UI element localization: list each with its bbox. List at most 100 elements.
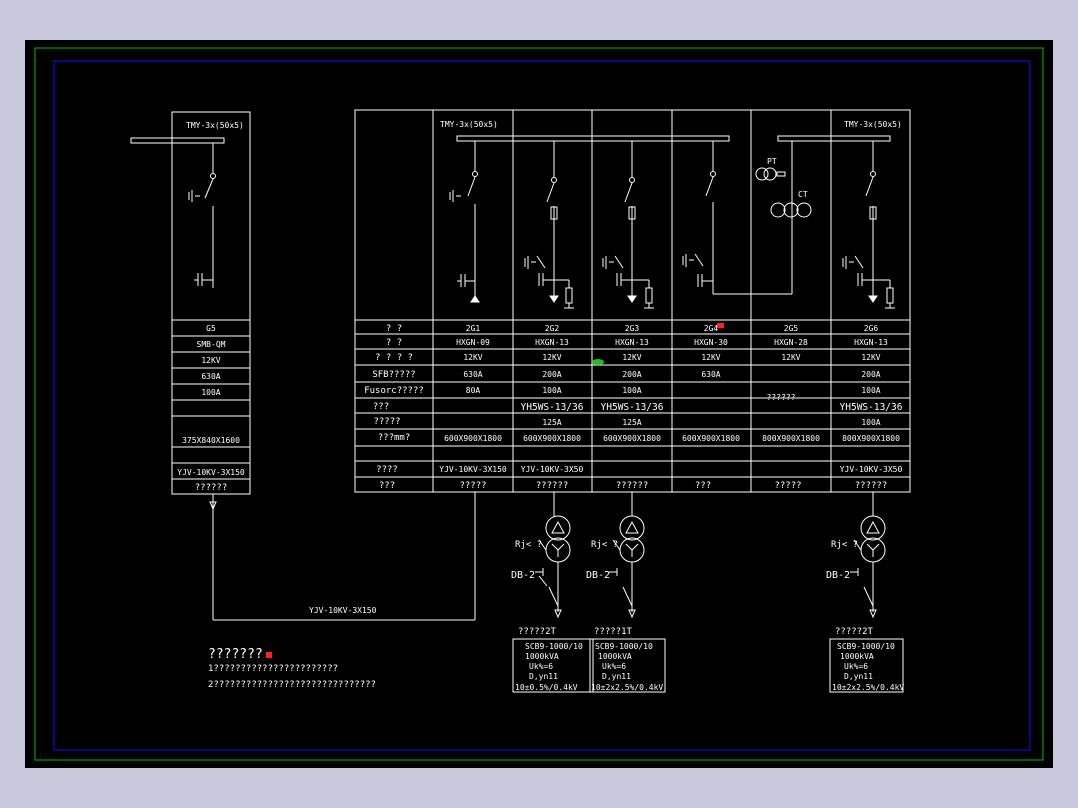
transformer-spec: 1000kVA: [840, 652, 874, 661]
row-header: SFB?????: [372, 370, 415, 380]
rj-label: Rj< ?: [591, 540, 618, 550]
cell-2G4: HXGN-30: [694, 338, 728, 347]
cell-2G1: 2G1: [466, 324, 481, 333]
left-cell: G5: [206, 324, 216, 333]
cell-2G4: 2G4: [704, 324, 719, 333]
transformer-spec: 1000kVA: [598, 652, 632, 661]
transformer-name: ?????2T: [518, 627, 557, 637]
main-busbar-left: [456, 135, 730, 142]
inner-frame: [53, 60, 1031, 751]
ct-label: CT: [798, 190, 808, 199]
cell-2G3: ??????: [616, 481, 649, 491]
row-header: ? ?: [386, 338, 402, 348]
cell-2G3: 100A: [622, 386, 641, 395]
metering-2G5: [755, 167, 812, 218]
cell-2G3: 2G3: [625, 324, 640, 333]
pt-label: PT: [767, 157, 777, 166]
cell-2G5: ?????: [774, 481, 801, 491]
feeder-2G3: [602, 141, 654, 516]
row-header: ? ?: [386, 324, 402, 334]
cell-2G4: 630A: [701, 370, 720, 379]
transformer-spec: Uk%=6: [602, 662, 626, 671]
cell-2G6: 2G6: [864, 324, 879, 333]
cell-2G3: YH5WS-13/36: [601, 402, 664, 413]
left-busbar: [130, 137, 225, 144]
left-busbar-label: TMY-3x(50x5): [186, 121, 244, 130]
cell-2G1: HXGN-09: [456, 338, 490, 347]
db-label: DB-2: [511, 570, 535, 581]
left-cell: 100A: [201, 388, 220, 397]
cell-2G2: 600X900X1800: [523, 434, 581, 443]
cell-2G1: 12KV: [463, 353, 482, 362]
cell-2G5: 12KV: [781, 353, 800, 362]
cell-2G4: 12KV: [701, 353, 720, 362]
green-selection-marker[interactable]: [592, 359, 604, 365]
cell-2G6: 200A: [861, 370, 880, 379]
left-cell: ??????: [195, 483, 228, 493]
cad-viewport[interactable]: TMY-3x(50x5) G5 SMB-QM 12KV 630A 100A 37…: [25, 40, 1053, 768]
db-label: DB-2: [826, 570, 850, 581]
rj-label: Rj< ?: [515, 540, 542, 550]
cell-2G2: YJV-10KV-3X50: [521, 465, 584, 474]
red-selection-marker[interactable]: [717, 323, 724, 328]
cell-2G6: 100A: [861, 418, 880, 427]
cell-2G2: YH5WS-13/36: [521, 402, 584, 413]
transformer-name: ?????2T: [835, 627, 874, 637]
transformer-spec: 1000kVA: [525, 652, 559, 661]
cell-2G3: 200A: [622, 370, 641, 379]
notes-line: 1???????????????????????: [208, 664, 338, 674]
cell-2G5: HXGN-28: [774, 338, 808, 347]
cell-2G2: 200A: [542, 370, 561, 379]
outer-frame: [34, 47, 1044, 761]
cell-2G2: ??????: [536, 481, 569, 491]
cell-2G6: ??????: [855, 481, 888, 491]
cell-2G6: YJV-10KV-3X50: [840, 465, 903, 474]
cell-2G2: 2G2: [545, 324, 560, 333]
transformer-spec: 10±2x2.5%/0.4kV: [832, 683, 904, 692]
transformer-spec: Uk%=6: [529, 662, 553, 671]
feeder-2G6: [842, 141, 895, 516]
feeder-2G1: [213, 141, 480, 621]
cell-2G1: ?????: [459, 481, 486, 491]
connection-cable-label: YJV-10KV-3X150: [309, 606, 377, 615]
transformer-3: [829, 515, 904, 693]
cell-2G6: 100A: [861, 386, 880, 395]
cell-2G3: 12KV: [622, 353, 641, 362]
row-header: ???: [379, 481, 395, 491]
cell-2G4: ???: [695, 481, 711, 491]
transformer-spec: D,yn11: [602, 672, 631, 681]
single-line-diagram: TMY-3x(50x5) G5 SMB-QM 12KV 630A 100A 37…: [34, 47, 1044, 761]
cell-2G2: 100A: [542, 386, 561, 395]
feeder-2G2: [524, 141, 574, 516]
transformer-spec: SCB9-1000/10: [837, 642, 895, 651]
cell-2G1: 630A: [463, 370, 482, 379]
cell-2G5: ??????: [767, 393, 796, 402]
transformer-name: ?????1T: [594, 627, 633, 637]
transformer-1: [512, 515, 594, 693]
left-cell: SMB-QM: [197, 340, 226, 349]
row-header: ???: [373, 402, 389, 412]
left-cell: 630A: [201, 372, 220, 381]
cell-2G3: HXGN-13: [615, 338, 649, 347]
row-header: Fusorc?????: [364, 386, 424, 396]
main-busbar-right-label: TMY-3x(50x5): [844, 120, 902, 129]
row-header: ???mm?: [378, 433, 411, 443]
cell-2G1: YJV-10KV-3X150: [439, 465, 507, 474]
transformer-spec: SCB9-1000/10: [595, 642, 653, 651]
rj-label: Rj< ?: [831, 540, 858, 550]
notes-title: ???????: [208, 647, 263, 662]
main-busbar-right: [777, 135, 891, 142]
notes-red-marker[interactable]: [266, 652, 272, 658]
transformer-spec: D,yn11: [529, 672, 558, 681]
cell-2G1: 80A: [466, 386, 481, 395]
row-header: ?????: [373, 417, 400, 427]
cell-2G6: YH5WS-13/36: [840, 402, 903, 413]
cell-2G6: HXGN-13: [854, 338, 888, 347]
left-cell: YJV-10KV-3X150: [177, 468, 245, 477]
feeder-2G4: [682, 141, 793, 295]
cell-2G1: 600X900X1800: [444, 434, 502, 443]
row-header: ? ? ? ?: [375, 353, 413, 363]
cell-2G5: 800X900X1800: [762, 434, 820, 443]
cell-2G3: 125A: [622, 418, 641, 427]
cell-2G2: HXGN-13: [535, 338, 569, 347]
